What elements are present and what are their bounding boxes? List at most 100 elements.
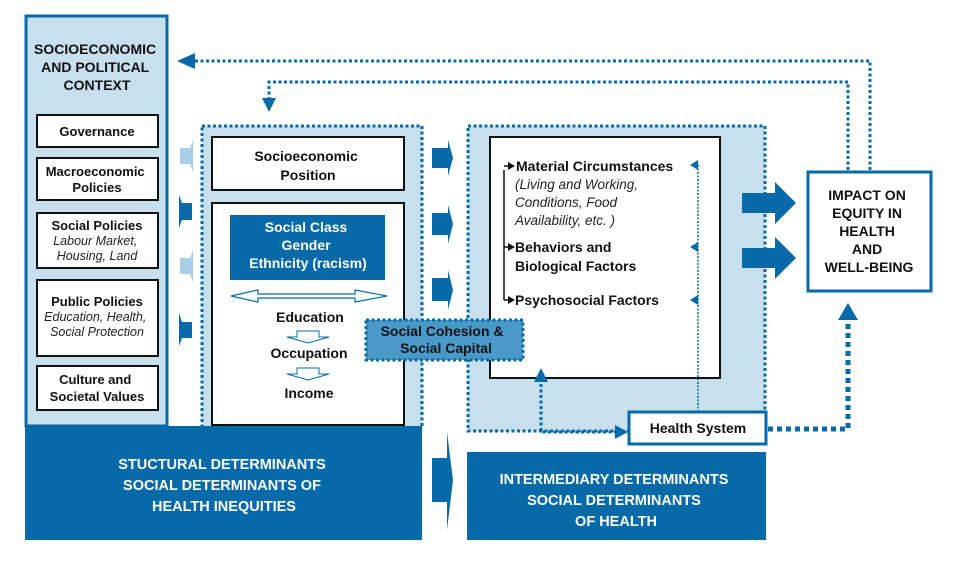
factor-material-circumstances[interactable]: Material Circumstances (Living and Worki… (514, 158, 673, 228)
svg-text:Social Class Gender: Social Class Gender Ethnicity (racism) (249, 219, 366, 271)
context-item-title: Societal Values (50, 389, 145, 404)
svg-text:STUCTURAL DETERMINANTS S: STUCTURAL DETERMINANTS SOCIAL DETERMINAN… (118, 457, 330, 515)
context-feedback-arrows (179, 140, 193, 346)
factor-title: Biological Factors (515, 258, 637, 274)
social-cohesion-line: Social Capital (400, 340, 492, 356)
svg-text:Psychosocial Factors: Psychosocial Factors (515, 292, 659, 308)
dark-arrow-left-icon (179, 195, 192, 228)
arrow-right-icon (508, 162, 515, 170)
ladder-occupation: Occupation (270, 345, 347, 361)
pale-arrow-right-icon (180, 140, 193, 172)
factor-detail: Availability, etc. ) (514, 213, 615, 228)
stratification-box: Social Class Gender Ethnicity (racism) E… (211, 202, 405, 426)
svg-text:Social Policies: Social Policies (51, 218, 142, 233)
context-item-detail: Education, Health, (44, 310, 146, 324)
down-arrow-icon (286, 367, 330, 381)
factor-title: Psychosocial Factors (515, 292, 659, 308)
context-title-line: CONTEXT (64, 77, 131, 93)
context-item-detail: Housing, Land (57, 249, 139, 263)
arrow-left-icon (177, 53, 195, 69)
context-item-box (36, 157, 159, 201)
intermediary-factors-box: Material Circumstances (Living and Worki… (489, 136, 721, 413)
arrow-right-icon (742, 182, 796, 224)
svg-text:Culture and Societal V: Culture and Societal Values (50, 372, 145, 404)
sep-box (211, 136, 405, 191)
structural-footer-bg (25, 426, 422, 540)
svg-text:(Living and Working, C: (Living and Working, Conditions, Food Av… (514, 177, 642, 228)
context-item-social-policies[interactable]: Social Policies Labour Market, Housing, … (36, 212, 159, 269)
health-system-to-factors-link (539, 373, 618, 434)
svg-text:Occupation: Occupation (270, 345, 347, 361)
impact-line: AND (852, 241, 882, 257)
structural-footer-line: STUCTURAL DETERMINANTS (118, 457, 326, 473)
context-item-box (36, 279, 159, 357)
sep-title: Socioeconomic (254, 148, 358, 164)
structural-footer: STUCTURAL DETERMINANTS SOCIAL DETERMINAN… (25, 426, 422, 540)
svg-text:Socioeconomic Position: Socioeconomic Position (254, 148, 361, 183)
context-item-box (36, 114, 159, 148)
health-system-label: Health System (650, 420, 746, 436)
health-system-frame (627, 410, 768, 446)
context-item-title: Macroeconomic (46, 164, 145, 179)
context-item-title: Culture and (59, 372, 131, 387)
svg-text:Governance: Governance (59, 124, 134, 139)
intermediary-footer-bg (467, 452, 766, 540)
arrow-right-icon (508, 296, 515, 304)
health-system-box[interactable]: Health System (627, 410, 768, 446)
impact-box[interactable]: IMPACT ON EQUITY IN HEALTH AND WELL-BEIN… (806, 170, 933, 293)
factor-behaviors-biological[interactable]: Behaviors and Biological Factors (515, 239, 637, 274)
arrow-up-icon (534, 368, 548, 382)
structural-footer-line: HEALTH INEQUITIES (152, 499, 296, 515)
context-item-detail: Social Protection (50, 325, 144, 339)
context-title-line: AND POLITICAL (41, 59, 150, 75)
svg-text:Income: Income (284, 385, 333, 401)
social-cohesion-box[interactable]: Social Cohesion & Social Capital (364, 318, 525, 362)
social-cohesion-frame (364, 318, 525, 362)
arrow-down-icon (262, 98, 276, 112)
down-arrow-icon (286, 330, 330, 344)
arrow-right-icon (742, 237, 796, 279)
class-gender-ethnicity-box[interactable]: Social Class Gender Ethnicity (racism) (230, 215, 385, 280)
pale-arrow-right-icon (180, 250, 193, 282)
context-item-governance[interactable]: Governance (36, 114, 159, 148)
svg-text:Health System: Health System (650, 420, 746, 436)
class-box-line: Ethnicity (racism) (249, 255, 366, 271)
context-item-title: Public Policies (51, 294, 143, 309)
structural-footer-line: SOCIAL DETERMINANTS OF (123, 478, 321, 494)
feedback-to-structural-line (267, 80, 850, 170)
double-arrow-icon (230, 289, 388, 303)
impact-line: HEALTH (839, 223, 895, 239)
arrow-up-icon (838, 303, 858, 320)
context-title: SOCIOECONOMIC AND POLITICAL CONTEXT (34, 41, 160, 93)
context-item-title: Governance (59, 124, 134, 139)
class-box (230, 215, 385, 280)
svg-text:Public Policies: Public Policies (51, 294, 143, 309)
arrow-right-icon (432, 205, 453, 244)
context-item-macroeconomic-policies[interactable]: Macroeconomic Policies (36, 157, 159, 201)
svg-text:Education: Education (276, 309, 344, 325)
sep-title: Position (280, 167, 335, 183)
factor-title: Material Circumstances (516, 158, 673, 174)
context-item-box (36, 365, 159, 411)
arrow-right-icon (508, 243, 515, 251)
context-item-title: Social Policies (51, 218, 142, 233)
socioeconomic-position-box[interactable]: Socioeconomic Position (211, 136, 405, 191)
structural-to-intermediary-arrows (432, 140, 453, 530)
svg-text:Social Cohesion & Social: Social Cohesion & Social Capital (381, 323, 508, 356)
health-system-to-impact-link (768, 318, 851, 432)
svg-text:Material Circumstances: Material Circumstances (516, 158, 673, 174)
context-item-detail: Labour Market, (53, 234, 137, 248)
arrow-right-icon (432, 140, 453, 176)
factor-detail: Conditions, Food (515, 195, 618, 210)
factor-psychosocial[interactable]: Psychosocial Factors (515, 292, 659, 308)
context-item-culture-values[interactable]: Culture and Societal Values (36, 365, 159, 411)
dark-arrow-left-icon (179, 313, 192, 346)
intermediary-footer-line: SOCIAL DETERMINANTS (527, 493, 701, 509)
arrow-right-icon (432, 432, 453, 530)
svg-text:Education, Health, Soc: Education, Health, Social Protection (44, 310, 150, 339)
svg-text:Behaviors and Biologic: Behaviors and Biological Factors (515, 239, 637, 274)
context-item-title: Policies (72, 180, 121, 195)
arrow-left-icon (690, 295, 698, 305)
context-item-public-policies[interactable]: Public Policies Education, Health, Socia… (36, 279, 159, 357)
